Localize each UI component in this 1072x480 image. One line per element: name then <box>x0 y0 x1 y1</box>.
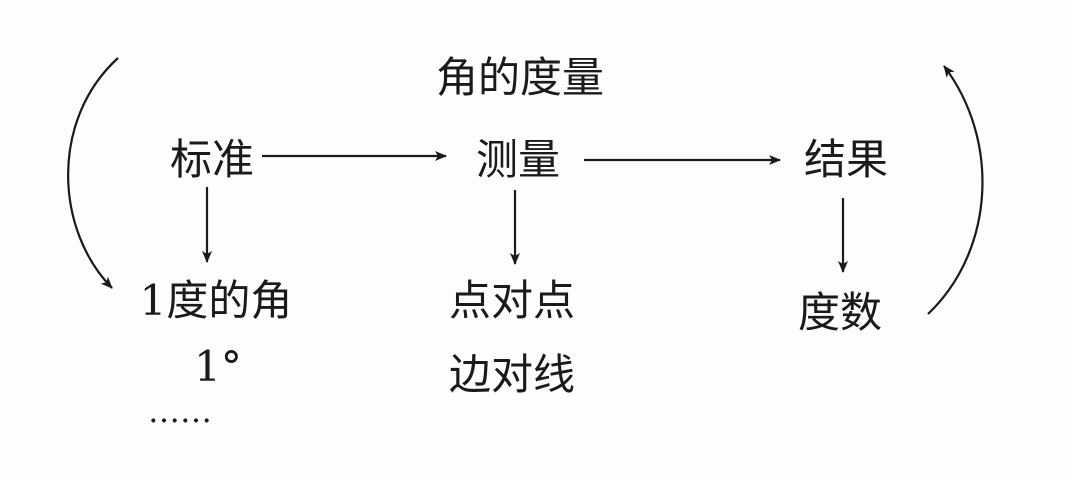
node-result: 结果 <box>804 135 888 184</box>
node-ellipsis: …… <box>148 392 212 430</box>
node-one-degree: 1° <box>194 342 242 391</box>
node-edge-to-line: 边对线 <box>449 350 575 399</box>
diagram-title: 角的度量 <box>436 53 604 102</box>
curved-arrow-left <box>67 57 119 289</box>
node-degrees: 度数 <box>798 288 882 337</box>
node-standard: 标准 <box>170 135 254 184</box>
node-point-to-point: 点对点 <box>449 276 575 325</box>
node-measure: 测量 <box>476 135 560 184</box>
node-one-degree-angle: 1度的角 <box>140 276 293 325</box>
curved-arrow-right <box>927 65 984 315</box>
